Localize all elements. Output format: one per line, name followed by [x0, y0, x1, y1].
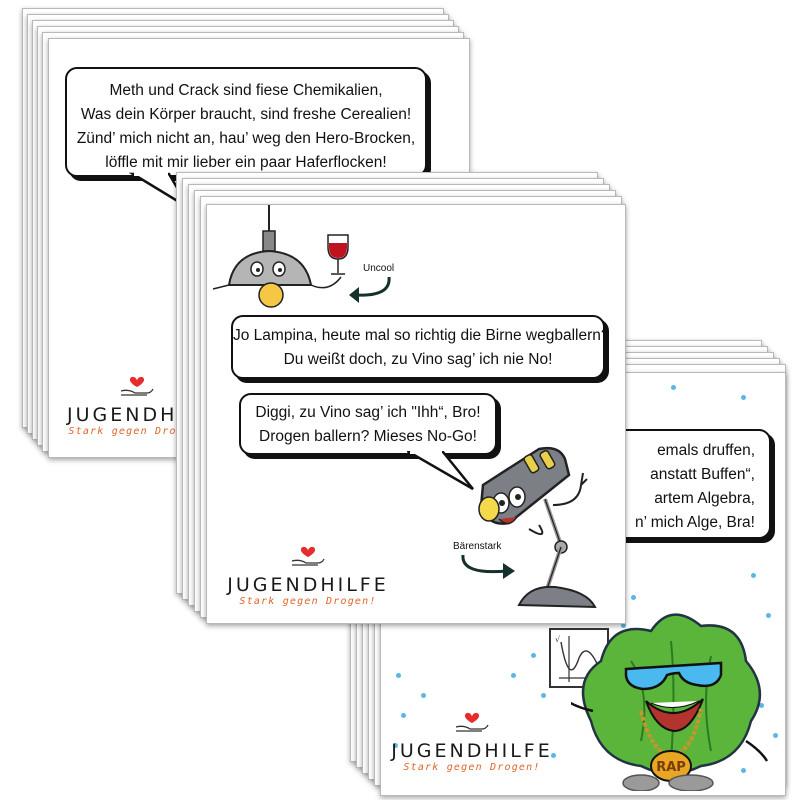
- water-drop: [541, 693, 546, 698]
- water-drop: [759, 703, 764, 708]
- water-drop: [621, 623, 626, 628]
- jugendhilfe-logo: JUGENDHILFE Stark gegen Drogen!: [389, 705, 555, 773]
- speech-bubble-2: Diggi, zu Vino sag’ ich "Ihh“, Bro! Drog…: [239, 393, 497, 455]
- speech-bubble-1: Jo Lampina, heute mal so richtig die Bir…: [231, 315, 610, 379]
- water-drop: [393, 743, 398, 748]
- label-uncool: Uncool: [363, 263, 395, 274]
- logo-word: JUGENDHILFE: [391, 740, 553, 762]
- water-drop: [773, 733, 778, 738]
- bubble-line: n’ mich Alge, Bra!: [634, 514, 755, 531]
- bubble-line: löffle mit mir lieber ein paar Haferfloc…: [105, 154, 387, 171]
- heart-hand-icon: [291, 546, 325, 566]
- curved-arrow-icon: [349, 276, 391, 303]
- bubble-line: anstatt Buffen“,: [650, 466, 755, 483]
- postcard-front-2: Uncool Jo Lampina, heute mal so richtig …: [206, 204, 626, 624]
- water-drop: [551, 753, 556, 758]
- desk-lamp-character: [478, 446, 597, 609]
- water-drop: [511, 673, 516, 678]
- water-drop: [396, 673, 401, 678]
- water-drop: [741, 768, 746, 773]
- logo-tagline: Stark gegen Drogen!: [68, 426, 206, 437]
- svg-text:√: √: [555, 635, 561, 644]
- water-drop: [671, 385, 676, 390]
- bubble-line: Meth und Crack sind fiese Chemikalien,: [109, 82, 383, 99]
- chain-rap-text: RAP: [656, 760, 686, 775]
- bubble-line: Drogen ballern? Mieses No-Go!: [259, 428, 477, 445]
- water-drop: [766, 613, 771, 618]
- bubble-line: Jo Lampina, heute mal so richtig die Bir…: [233, 327, 610, 344]
- bubble-line: Du weißt doch, zu Vino sag’ ich nie No!: [283, 351, 553, 368]
- bubble-line: artem Algebra,: [654, 490, 755, 507]
- water-drop: [421, 693, 426, 698]
- speech-bubble: Meth und Crack sind fiese Chemikalien, W…: [65, 67, 427, 177]
- curved-arrow-icon: [461, 554, 515, 579]
- lettuce-rapper-character: RAP: [571, 613, 769, 791]
- bubble-line: Zünd’ mich nicht an, hau’ weg den Hero-B…: [76, 130, 416, 147]
- logo-tagline: Stark gegen Drogen!: [239, 596, 377, 607]
- water-drop: [531, 653, 536, 658]
- jugendhilfe-logo: JUGENDHILFE Stark gegen Drogen!: [223, 539, 393, 607]
- lamp-pendant-icon: [212, 205, 342, 308]
- bubble-line: Was dein Körper braucht, sind freshe Cer…: [80, 106, 412, 123]
- label-baerenstark: Bärenstark: [453, 541, 502, 552]
- wine-glass-icon: [327, 234, 349, 275]
- water-drop: [751, 573, 756, 578]
- water-drop: [401, 713, 406, 718]
- bubble-line: Diggi, zu Vino sag’ ich "Ihh“, Bro!: [255, 404, 481, 421]
- logo-word: JUGENDHILFE: [227, 574, 389, 596]
- water-drop: [741, 395, 746, 400]
- water-drop: [631, 595, 636, 600]
- logo-tagline: Stark gegen Drogen!: [403, 762, 541, 773]
- bubble-tail: [407, 451, 474, 491]
- heart-hand-icon: [455, 712, 489, 732]
- heart-hand-icon: [120, 376, 154, 396]
- bubble-line: emals druffen,: [657, 442, 755, 459]
